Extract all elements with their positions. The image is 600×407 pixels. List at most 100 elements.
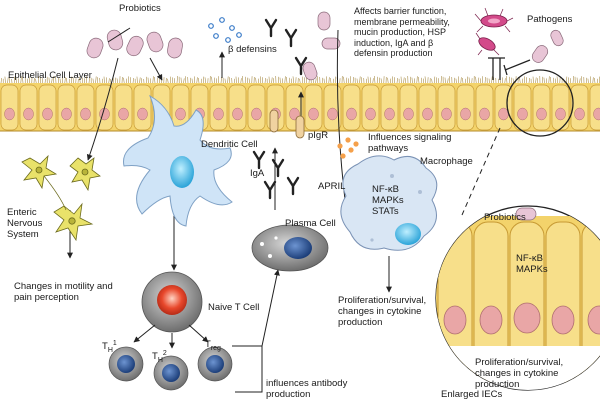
microvillus	[41, 78, 44, 84]
beta-defensin-molecules	[208, 17, 242, 43]
microvillus	[240, 78, 242, 84]
microvillus	[528, 77, 530, 84]
microvillus	[299, 78, 301, 84]
microvillus	[372, 78, 374, 84]
microvillus	[550, 76, 552, 84]
epithelial-cell	[513, 84, 532, 131]
epithelial-cell	[532, 84, 551, 131]
microvillus	[130, 77, 132, 84]
epithelial-cell	[380, 84, 399, 131]
epithelial-nucleus	[80, 107, 91, 121]
probiotics-right	[302, 11, 341, 81]
microvillus	[108, 78, 110, 84]
influences-antibody-label: influences antibody production	[266, 378, 348, 400]
microvillus	[475, 76, 477, 84]
microvillus	[204, 77, 206, 84]
microvillus	[85, 76, 88, 84]
epithelial-cell	[589, 84, 600, 131]
microvillus	[403, 77, 405, 84]
microvillus	[330, 77, 332, 84]
microvillus	[0, 77, 2, 84]
microvillus	[139, 77, 141, 84]
microvillus	[44, 78, 46, 84]
epithelial-nucleus	[23, 107, 34, 121]
epithelial-cells	[0, 84, 600, 131]
epithelial-nucleus	[175, 107, 186, 121]
microvillus	[7, 77, 9, 84]
microvillus	[519, 77, 521, 84]
microvillus	[424, 76, 426, 84]
epithelial-nucleus	[346, 107, 357, 121]
epithelial-cell	[342, 84, 361, 131]
th1-label: TH1	[102, 340, 117, 355]
epithelial-nucleus	[327, 107, 338, 121]
epithelial-nucleus	[118, 107, 129, 121]
probiotics-cluster	[86, 29, 183, 59]
epithelial-nucleus	[4, 107, 15, 121]
microvillus	[416, 76, 418, 84]
epithelial-nucleus	[308, 107, 319, 121]
microvillus	[262, 77, 264, 84]
microvillus	[497, 78, 500, 84]
epithelial-cell	[437, 84, 456, 131]
epithelial-nucleus	[42, 107, 53, 121]
microvillus	[277, 76, 280, 84]
epithelial-nucleus	[498, 107, 509, 121]
microvillus	[123, 77, 125, 84]
enlarged-iec-inset	[435, 205, 600, 391]
epithelial-nucleus	[213, 107, 224, 121]
enteric-neurons	[21, 154, 101, 242]
epithelial-nucleus	[555, 107, 566, 121]
epithelial-cell	[361, 84, 380, 131]
microvillus	[535, 77, 537, 84]
microvillus	[359, 76, 361, 84]
epithelial-layer-label: Epithelial Cell Layer	[8, 70, 92, 81]
microvillus	[365, 78, 368, 84]
microvillus	[438, 78, 440, 84]
microvillus	[447, 78, 449, 84]
microvillus	[409, 76, 412, 84]
nfkb-inset-label: NF-κB MAPKs	[516, 253, 548, 275]
microvillus	[306, 78, 308, 84]
epithelial-cell	[38, 84, 57, 131]
microvillus	[504, 78, 506, 84]
microvillus	[176, 75, 178, 84]
pigr-receptor	[269, 109, 305, 139]
affects-barrier-label: Affects barrier function, membrane perme…	[354, 6, 450, 58]
epithelial-cell	[247, 84, 266, 131]
microvillus	[526, 77, 528, 84]
antibody-bracket	[232, 345, 263, 393]
iga-antibodies-mid	[252, 150, 300, 200]
microvillus	[248, 78, 250, 84]
microvillus	[572, 75, 574, 84]
epithelial-nucleus	[574, 107, 585, 121]
microvillus	[321, 77, 324, 84]
microvillus	[227, 76, 229, 84]
epithelial-nucleus	[61, 107, 72, 121]
microvillus	[79, 76, 81, 84]
microvillus	[198, 77, 200, 84]
epithelial-nucleus	[517, 107, 528, 121]
macrophage-label: Macrophage	[420, 156, 473, 167]
microvillus	[271, 77, 273, 84]
epithelial-cell	[323, 84, 342, 131]
epithelial-nucleus	[403, 107, 414, 121]
microvillus	[396, 77, 398, 84]
microvillus	[189, 77, 192, 84]
probiotics-label: Probiotics	[119, 3, 161, 14]
epithelial-nucleus	[422, 107, 433, 121]
microvillus	[380, 78, 382, 84]
microvillus	[132, 77, 134, 84]
microvillus	[66, 77, 68, 84]
april-label: APRIL	[318, 181, 346, 192]
microvillus	[462, 77, 464, 84]
influences-signaling-label: Influences signaling pathways	[368, 132, 452, 154]
probiotics-inset-label: Probiotics	[484, 212, 526, 223]
microvillus	[57, 77, 60, 84]
microvillus	[328, 77, 330, 84]
microvillus	[64, 77, 66, 84]
epithelial-nucleus	[384, 107, 395, 121]
microvillus	[387, 77, 389, 84]
microvillus	[196, 77, 198, 84]
